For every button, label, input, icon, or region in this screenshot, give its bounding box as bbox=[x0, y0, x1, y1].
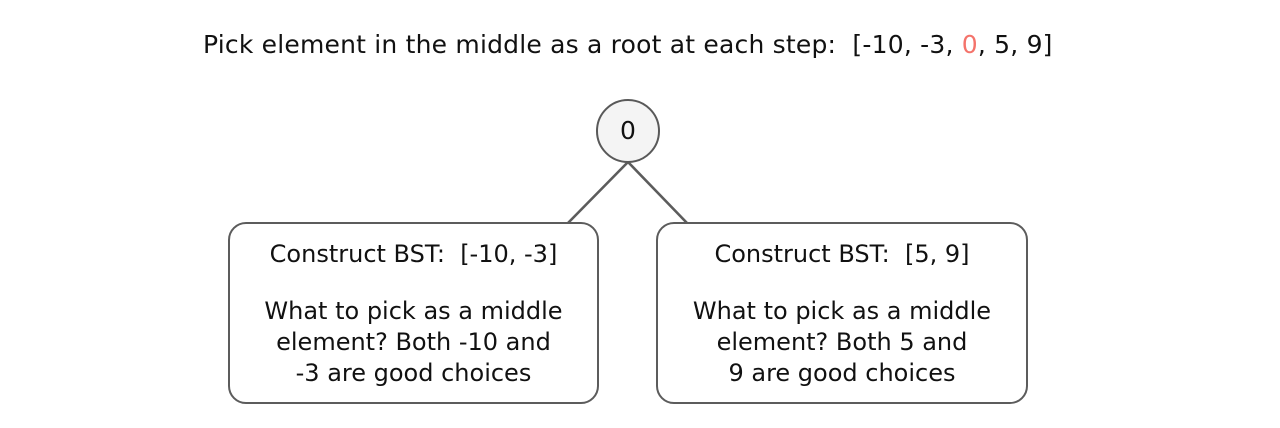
subproblem-right-body-line-2: element? Both 5 and bbox=[716, 328, 968, 356]
subproblem-box-right: Construct BST: [5, 9] What to pick as a … bbox=[656, 222, 1028, 404]
tree-root-node: 0 bbox=[596, 99, 660, 163]
subproblem-left-body: What to pick as a middle element? Both -… bbox=[264, 296, 562, 389]
subproblem-box-left: Construct BST: [-10, -3] What to pick as… bbox=[228, 222, 599, 404]
edge-root-to-left bbox=[566, 160, 630, 225]
subproblem-right-body-line-3: 9 are good choices bbox=[728, 359, 956, 387]
sequence-item-0: -10 bbox=[862, 30, 904, 59]
subproblem-left-body-line-3: -3 are good choices bbox=[295, 359, 532, 387]
subproblem-left-body-line-2: element? Both -10 and bbox=[276, 328, 551, 356]
sequence-item-1: -3 bbox=[920, 30, 946, 59]
sequence-separator-0: , bbox=[903, 30, 921, 59]
sequence-item-3: 5 bbox=[994, 30, 1011, 59]
sequence-item-root-highlight: 0 bbox=[961, 30, 978, 59]
edge-root-to-right bbox=[626, 160, 689, 225]
subproblem-right-heading: Construct BST: [5, 9] bbox=[714, 240, 970, 268]
subproblem-right-body-line-1: What to pick as a middle bbox=[692, 297, 992, 325]
sequence-separator-1: , bbox=[945, 30, 962, 59]
page-title: Pick element in the middle as a root at … bbox=[203, 28, 1053, 62]
page-title-suffix: ] bbox=[1042, 30, 1053, 59]
sequence-separator-2: , bbox=[977, 30, 995, 59]
tree-root-node-label: 0 bbox=[620, 115, 636, 145]
subproblem-left-heading: Construct BST: [-10, -3] bbox=[269, 240, 558, 268]
sequence-separator-3: , bbox=[1010, 30, 1027, 59]
subproblem-left-body-line-1: What to pick as a middle bbox=[264, 297, 563, 325]
sequence-item-4: 9 bbox=[1026, 30, 1043, 59]
subproblem-right-body: What to pick as a middle element? Both 5… bbox=[693, 296, 991, 389]
page-title-prefix: Pick element in the middle as a root at … bbox=[203, 30, 863, 59]
